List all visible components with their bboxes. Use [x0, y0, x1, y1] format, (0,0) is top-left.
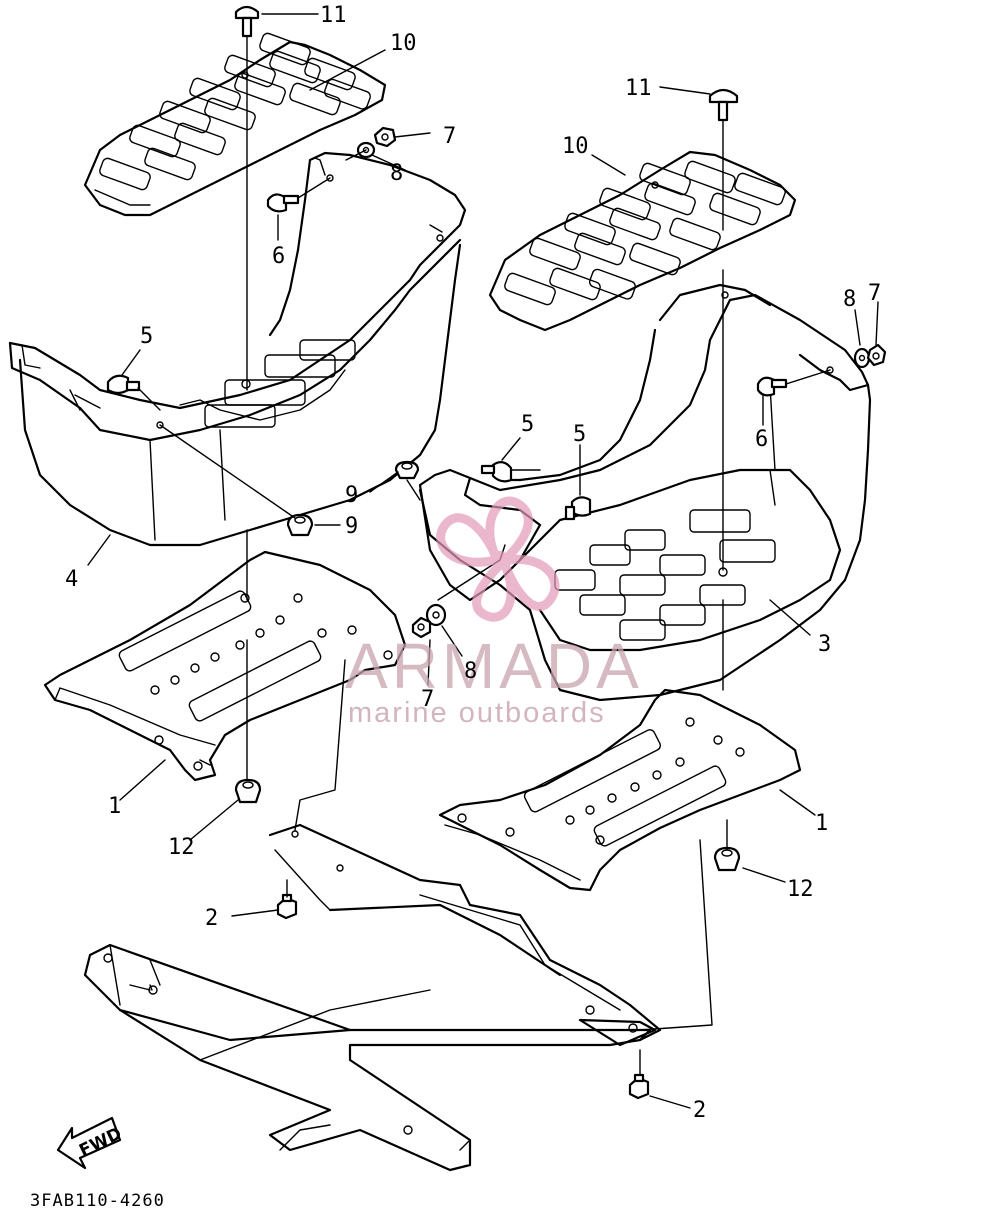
drawing-code: 3FAB110-4260 [30, 1191, 165, 1211]
bolt-11-right [708, 88, 739, 122]
bolt-6-right [756, 376, 788, 397]
callout-12-left: 12 [168, 835, 195, 860]
callout-labels: 11 10 7 8 6 5 9 9 4 11 10 8 7 6 5 5 3 7 … [65, 3, 881, 1123]
bracket-left-holes [150, 615, 285, 695]
callout-5-middle: 5 [521, 412, 534, 437]
callout-12-right: 12 [787, 877, 814, 902]
grommet-9-upper [394, 460, 420, 480]
leader-lines [87, 13, 879, 1109]
callout-6-left: 6 [272, 244, 285, 269]
bolt-6-left [266, 193, 300, 213]
bolt-5-right [564, 496, 592, 521]
callout-9-lower: 9 [345, 514, 358, 539]
armada-watermark: ARMADA marine outboards [345, 496, 643, 729]
callout-1-right: 1 [815, 811, 828, 836]
footrest-left [8, 151, 467, 547]
footboard-mat-left [83, 32, 387, 217]
propeller-logo-icon [436, 496, 560, 622]
grommet-9-lower [286, 513, 314, 537]
callout-11-left: 11 [320, 3, 347, 28]
bracket-right-holes [565, 757, 685, 825]
callout-5-right: 5 [573, 422, 586, 447]
grommet-12-left [234, 778, 262, 804]
bolt-5-left [106, 374, 141, 395]
callout-10-right: 10 [562, 134, 589, 159]
bolt-5-middle [480, 461, 513, 483]
callout-8-left: 8 [390, 161, 403, 186]
bolt-2-right [628, 1073, 650, 1100]
nut-7-lower [411, 616, 432, 639]
callout-8-lower: 8 [464, 659, 477, 684]
callout-2-left: 2 [205, 906, 218, 931]
washer-8-lower [425, 603, 447, 627]
bolt-2-left [276, 893, 298, 920]
footboard-mat-right [488, 150, 797, 332]
callout-7-left: 7 [443, 124, 456, 149]
callout-6-right: 6 [755, 427, 768, 452]
frame-assembly [83, 823, 662, 1172]
watermark-tagline: marine outboards [348, 697, 606, 729]
callout-3: 3 [818, 632, 831, 657]
callout-7-right: 7 [868, 281, 881, 306]
mat-pads-left [99, 32, 371, 191]
grommet-12-right [713, 846, 741, 872]
callout-2-right: 2 [693, 1098, 706, 1123]
mat-pads-right [504, 160, 786, 306]
watermark-brand: ARMADA [345, 630, 643, 702]
bracket-left [43, 550, 407, 782]
nut-7-left [373, 126, 397, 148]
bracket-right [438, 688, 802, 892]
nut-7-right [866, 343, 887, 367]
callout-9-upper: 9 [345, 483, 358, 508]
callout-7-lower: 7 [421, 687, 434, 712]
bolt-11-left [234, 5, 260, 38]
callout-10-left: 10 [390, 31, 417, 56]
callout-8-right: 8 [843, 287, 856, 312]
assembly-lines [137, 35, 831, 1076]
forward-arrow-icon: FWD [56, 1116, 125, 1170]
callout-5-left: 5 [140, 324, 153, 349]
callout-11-right: 11 [625, 76, 652, 101]
fasteners [106, 5, 887, 1100]
callout-4: 4 [65, 567, 78, 592]
floor-ribs-right [554, 509, 776, 641]
callout-1-left: 1 [108, 794, 121, 819]
